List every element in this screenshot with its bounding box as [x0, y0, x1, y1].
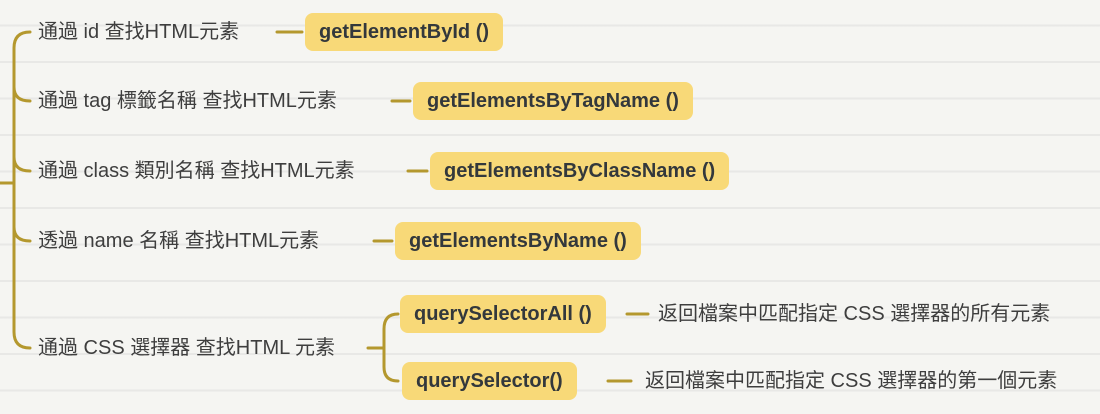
branch-curve-tag	[12, 85, 32, 103]
branch-label-class[interactable]: 通過 class 類別名稱 查找HTML元素	[38, 160, 355, 182]
branch-label-tag[interactable]: 通過 tag 標籤名稱 查找HTML元素	[38, 90, 337, 112]
method-node-getelementsbyclassname[interactable]: getElementsByClassName ()	[430, 152, 730, 190]
method-node-queryselector[interactable]: querySelector()	[402, 362, 577, 400]
description-queryselector[interactable]: 返回檔案中匹配指定 CSS 選擇器的第一個元素	[645, 370, 1058, 392]
branch-label-css-selector[interactable]: 通過 CSS 選擇器 查找HTML 元素	[38, 337, 336, 359]
trunk-line	[12, 30, 32, 350]
branch-curve-class	[12, 155, 32, 173]
branch-label-name[interactable]: 透過 name 名稱 查找HTML元素	[38, 230, 320, 252]
method-node-queryselectorall[interactable]: querySelectorAll ()	[400, 295, 606, 333]
branch-curve-name	[12, 225, 32, 243]
css-children-brace	[382, 312, 400, 383]
method-node-getelementsbytagname[interactable]: getElementsByTagName ()	[413, 82, 693, 120]
method-node-getelementbyid[interactable]: getElementById ()	[305, 13, 504, 51]
description-queryselectorall[interactable]: 返回檔案中匹配指定 CSS 選擇器的所有元素	[658, 303, 1051, 325]
branch-label-id[interactable]: 通過 id 查找HTML元素	[38, 21, 240, 43]
method-node-getelementsbyname[interactable]: getElementsByName ()	[395, 222, 641, 260]
